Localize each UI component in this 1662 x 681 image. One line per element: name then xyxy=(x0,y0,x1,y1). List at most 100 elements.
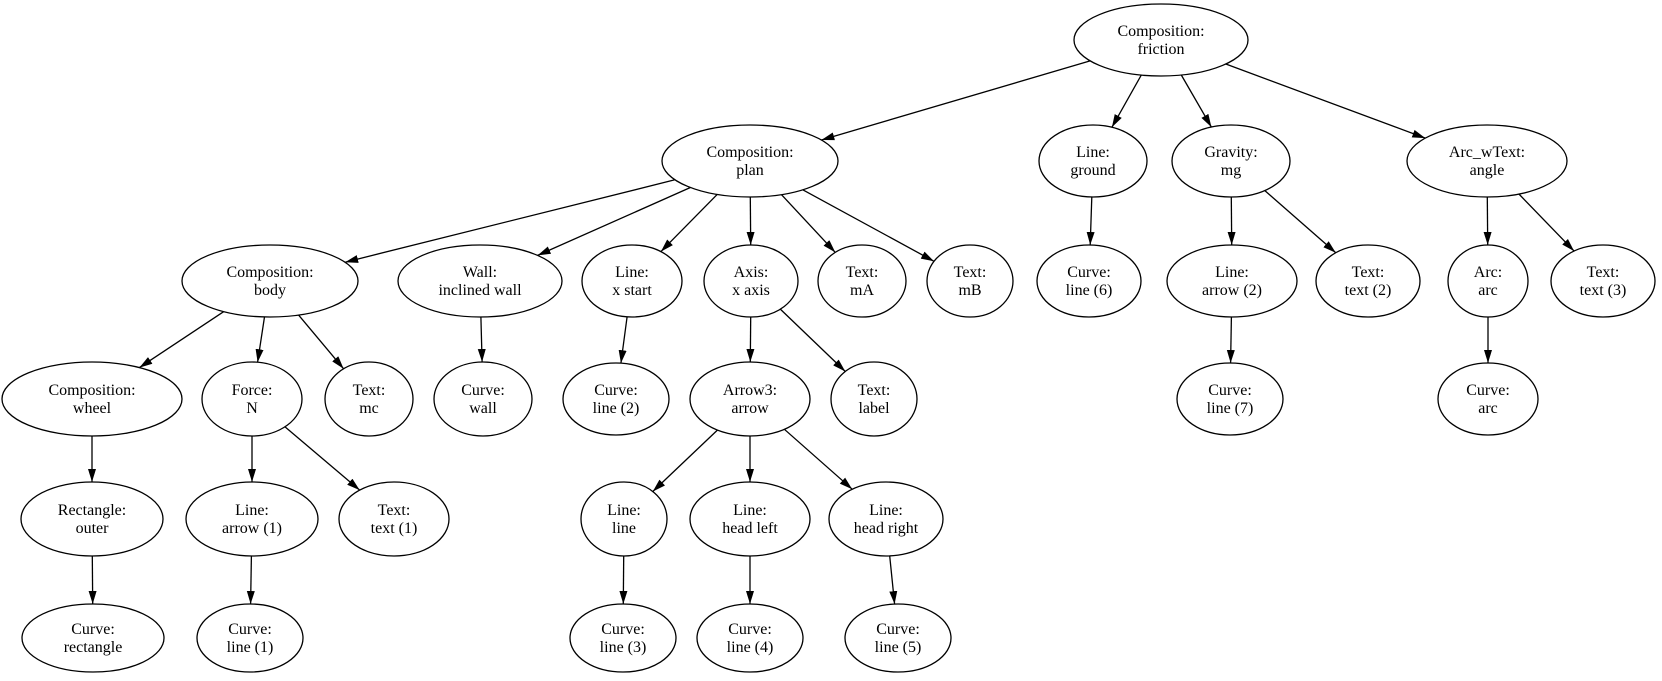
plan-type-label: Composition: xyxy=(706,144,793,161)
line-line-ellipse xyxy=(580,481,668,557)
curve-line6-type-label: Curve: xyxy=(1067,264,1111,281)
node-text-mA: Text:mA xyxy=(817,244,907,318)
node-line-arrow2: Line:arrow (2) xyxy=(1166,244,1298,318)
edge-friction-to-plan xyxy=(821,60,1091,141)
line-head-right-name-label: head right xyxy=(854,520,919,537)
node-gravity: Gravity:mg xyxy=(1171,124,1291,198)
edge-plan-to-x-start xyxy=(660,193,718,253)
text-mB-name-label: mB xyxy=(958,282,981,299)
node-curve-line5: Curve:line (5) xyxy=(844,603,952,673)
line-head-left-ellipse xyxy=(689,481,811,557)
node-text-mB: Text:mB xyxy=(926,244,1014,318)
node-curve-line7: Curve:line (7) xyxy=(1176,362,1284,436)
gravity-type-label: Gravity: xyxy=(1204,144,1257,161)
edge-arrow3-to-line-line xyxy=(652,429,718,492)
node-text-text2: Text:text (2) xyxy=(1315,244,1421,318)
curve-wall-ellipse xyxy=(433,361,533,437)
node-text-text3: Text:text (3) xyxy=(1550,244,1656,318)
node-rect-outer: Rectangle:outer xyxy=(20,481,164,557)
edge-x-start-to-curve-line2 xyxy=(618,316,628,364)
text-mA-ellipse xyxy=(817,244,907,318)
text-text3-name-label: text (3) xyxy=(1580,282,1627,299)
node-curve-line1: Curve:line (1) xyxy=(196,603,304,673)
arrow3-name-label: arrow xyxy=(731,400,769,417)
curve-line7-type-label: Curve: xyxy=(1208,382,1252,399)
edges-layer xyxy=(88,60,1575,605)
edge-ground-to-curve-line6 xyxy=(1086,196,1095,246)
plan-ellipse xyxy=(661,124,839,198)
node-x-start: Line:x start xyxy=(581,244,683,318)
body-name-label: body xyxy=(254,282,286,299)
line-arrow2-ellipse xyxy=(1166,244,1298,318)
x-start-name-label: x start xyxy=(612,282,652,299)
text-mA-type-label: Text: xyxy=(846,264,879,281)
x-axis-type-label: Axis: xyxy=(734,264,769,281)
arrow3-type-label: Arrow3: xyxy=(723,382,777,399)
line-arrow2-name-label: arrow (2) xyxy=(1202,282,1262,299)
force-N-name-label: N xyxy=(246,400,258,417)
node-text-text1: Text:text (1) xyxy=(338,481,450,557)
friction-ellipse xyxy=(1073,3,1249,77)
curve-line2-ellipse xyxy=(562,362,670,436)
wheel-name-label: wheel xyxy=(73,400,112,417)
line-arrow1-name-label: arrow (1) xyxy=(222,520,282,537)
force-N-type-label: Force: xyxy=(232,382,273,399)
node-curve-line6: Curve:line (6) xyxy=(1036,244,1142,318)
line-head-right-type-label: Line: xyxy=(869,502,903,519)
curve-line4-ellipse xyxy=(696,603,804,673)
curve-line6-ellipse xyxy=(1036,244,1142,318)
curve-wall-name-label: wall xyxy=(469,400,497,417)
angle-name-label: angle xyxy=(1470,162,1505,179)
edge-line-arrow1-to-curve-line1 xyxy=(246,555,255,605)
edge-angle-to-text-text3 xyxy=(1518,193,1575,252)
curve-line1-type-label: Curve: xyxy=(228,621,272,638)
node-wall: Wall:inclined wall xyxy=(397,244,563,318)
curve-line4-name-label: line (4) xyxy=(727,639,774,656)
curve-line3-ellipse xyxy=(569,603,677,673)
text-text1-name-label: text (1) xyxy=(371,520,418,537)
text-mB-type-label: Text: xyxy=(954,264,987,281)
curve-line2-name-label: line (2) xyxy=(593,400,640,417)
curve-arc-name-label: arc xyxy=(1478,400,1498,417)
curve-line5-type-label: Curve: xyxy=(876,621,920,638)
curve-line1-name-label: line (1) xyxy=(227,639,274,656)
line-arrow2-type-label: Line: xyxy=(1215,264,1249,281)
node-line-head-right: Line:head right xyxy=(828,481,944,557)
wall-ellipse xyxy=(397,244,563,318)
node-arrow3: Arrow3:arrow xyxy=(689,361,811,437)
rect-outer-ellipse xyxy=(20,481,164,557)
curve-line2-type-label: Curve: xyxy=(594,382,638,399)
curve-line5-name-label: line (5) xyxy=(875,639,922,656)
curve-line3-name-label: line (3) xyxy=(600,639,647,656)
edge-force-N-to-text-text1 xyxy=(284,426,361,491)
text-text2-name-label: text (2) xyxy=(1345,282,1392,299)
curve-rectangle-ellipse xyxy=(21,603,165,673)
curve-line5-ellipse xyxy=(844,603,952,673)
node-curve-rectangle: Curve:rectangle xyxy=(21,603,165,673)
x-start-ellipse xyxy=(581,244,683,318)
arc-ellipse xyxy=(1447,244,1529,318)
edge-wall-to-curve-wall xyxy=(477,316,486,363)
text-mc-type-label: Text: xyxy=(353,382,386,399)
text-mB-ellipse xyxy=(926,244,1014,318)
node-curve-line4: Curve:line (4) xyxy=(696,603,804,673)
x-axis-name-label: x axis xyxy=(732,282,770,299)
node-curve-arc: Curve:arc xyxy=(1437,362,1539,436)
friction-name-label: friction xyxy=(1137,41,1184,58)
text-mA-name-label: mA xyxy=(850,282,874,299)
line-arrow1-ellipse xyxy=(185,481,319,557)
rect-outer-name-label: outer xyxy=(76,520,110,537)
edge-body-to-text-mc xyxy=(298,314,345,370)
node-ground: Line:ground xyxy=(1038,124,1148,198)
node-wheel: Composition:wheel xyxy=(1,361,183,437)
node-body: Composition:body xyxy=(181,244,359,318)
node-angle: Arc_wText:angle xyxy=(1406,124,1568,198)
node-arc: Arc:arc xyxy=(1447,244,1529,318)
node-line-head-left: Line:head left xyxy=(689,481,811,557)
curve-line1-ellipse xyxy=(196,603,304,673)
text-label-type-label: Text: xyxy=(858,382,891,399)
text-mc-name-label: mc xyxy=(359,400,379,417)
node-friction: Composition:friction xyxy=(1073,3,1249,77)
text-label-ellipse xyxy=(830,361,918,437)
curve-rectangle-name-label: rectangle xyxy=(64,639,123,656)
